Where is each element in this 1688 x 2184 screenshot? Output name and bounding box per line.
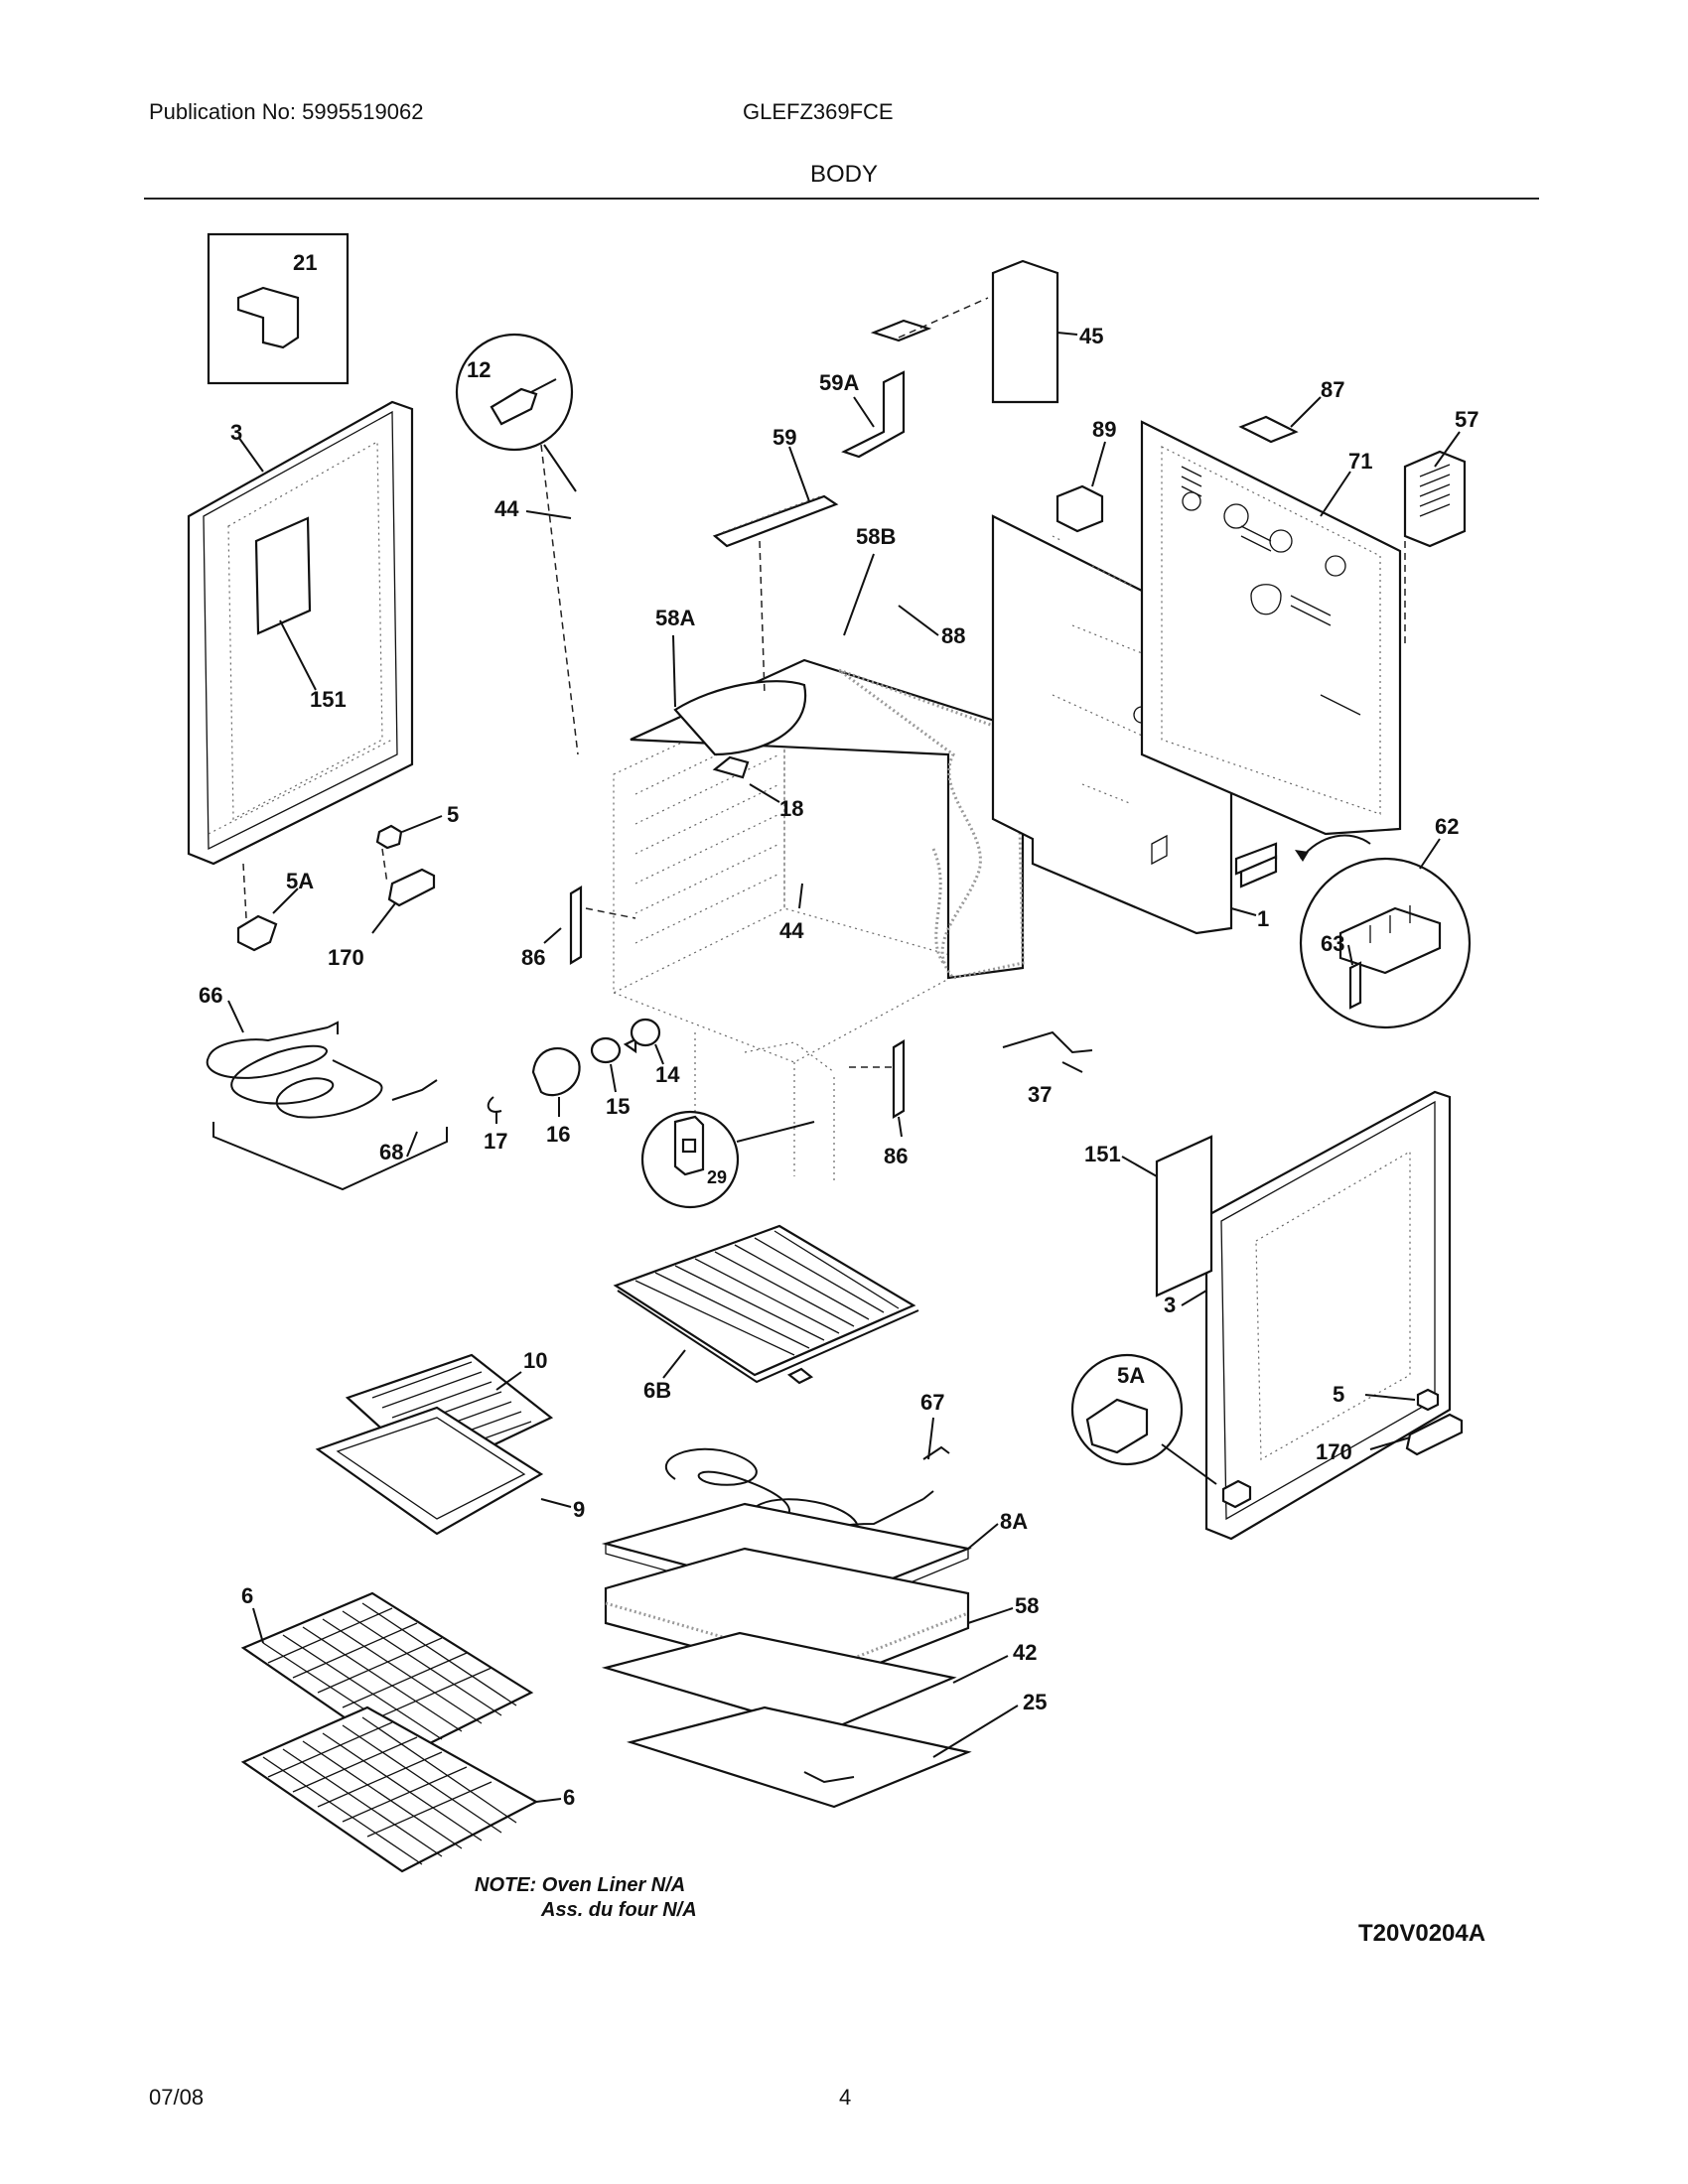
part-86-left: 86 xyxy=(521,886,636,970)
label-14: 14 xyxy=(655,1062,680,1087)
label-5-left: 5 xyxy=(447,802,459,827)
label-18: 18 xyxy=(779,796,803,821)
label-25: 25 xyxy=(1023,1690,1047,1714)
label-6-bottom: 6 xyxy=(563,1785,575,1810)
label-12: 12 xyxy=(467,357,491,382)
part-29-callout: 29 xyxy=(640,1110,815,1209)
label-6-top: 6 xyxy=(241,1583,253,1608)
label-68: 68 xyxy=(379,1140,403,1164)
label-10: 10 xyxy=(523,1348,547,1373)
header-rule xyxy=(144,198,1539,200)
vent-ducts: 59 59A 45 xyxy=(712,259,1103,696)
label-3-right: 3 xyxy=(1164,1293,1176,1317)
broiler-pan: 10 9 xyxy=(315,1348,585,1536)
label-87: 87 xyxy=(1321,377,1344,402)
part-62-callout: 63 62 xyxy=(1239,814,1472,1029)
label-29: 29 xyxy=(707,1167,727,1187)
label-59: 59 xyxy=(773,425,796,450)
diagram-code: T20V0204A xyxy=(1358,1920,1485,1947)
bottom-tray-parts: 8A 58 42 25 xyxy=(601,1502,1047,1809)
label-3-left: 3 xyxy=(230,420,242,445)
label-89: 89 xyxy=(1092,417,1116,442)
label-58B: 58B xyxy=(856,524,896,549)
oven-racks-6: 6 6 xyxy=(240,1583,575,1873)
page-number: 4 xyxy=(839,2085,852,2110)
label-42: 42 xyxy=(1013,1640,1037,1665)
label-6B: 6B xyxy=(643,1378,671,1403)
insulation-blanket: 58A 58B 88 18 44 xyxy=(630,524,1025,980)
label-86-right: 86 xyxy=(884,1144,908,1168)
part-12-callout: 12 44 xyxy=(455,333,579,755)
label-151-left: 151 xyxy=(310,687,347,712)
right-hinge-parts: 5A 5 170 xyxy=(1070,1353,1464,1509)
label-57: 57 xyxy=(1455,407,1478,432)
label-21: 21 xyxy=(293,250,317,275)
footer-date: 07/08 xyxy=(149,2085,205,2110)
section-title: BODY xyxy=(809,161,878,188)
publication-number: Publication No: 5995519062 xyxy=(149,99,424,124)
label-17: 17 xyxy=(484,1129,507,1154)
part-37-wire: 37 xyxy=(1002,1030,1093,1107)
label-58A: 58A xyxy=(655,606,695,630)
label-170-right: 170 xyxy=(1316,1439,1352,1464)
right-side-panel: 151 3 xyxy=(1084,1090,1452,1541)
label-58: 58 xyxy=(1015,1593,1039,1618)
label-86-left: 86 xyxy=(521,945,545,970)
label-45: 45 xyxy=(1079,324,1103,348)
outer-back-panel: 87 71 57 xyxy=(1140,377,1478,836)
bake-element: 66 68 xyxy=(199,983,448,1191)
label-9: 9 xyxy=(573,1497,585,1522)
model-number: GLEFZ369FCE xyxy=(743,99,894,124)
label-63: 63 xyxy=(1321,931,1344,956)
label-1: 1 xyxy=(1257,906,1269,931)
part-21-inset: 21 xyxy=(207,232,350,385)
rack-6B: 6B xyxy=(613,1224,919,1403)
left-side-panel: 3 151 xyxy=(187,400,414,866)
label-5-right: 5 xyxy=(1333,1382,1344,1407)
note-line-2: Ass. du four N/A xyxy=(540,1899,697,1921)
label-67: 67 xyxy=(920,1390,944,1415)
left-hinge-parts: 5 5A 170 xyxy=(236,802,459,970)
label-66: 66 xyxy=(199,983,222,1008)
label-37: 37 xyxy=(1028,1082,1052,1107)
label-5A-right: 5A xyxy=(1117,1363,1145,1388)
part-86-right: 86 xyxy=(849,1039,908,1168)
label-44-mid: 44 xyxy=(779,918,804,943)
label-8A: 8A xyxy=(1000,1509,1028,1534)
label-15: 15 xyxy=(606,1094,630,1119)
label-62: 62 xyxy=(1435,814,1459,839)
label-5A-left: 5A xyxy=(286,869,314,893)
label-88: 88 xyxy=(941,623,965,648)
label-44-top: 44 xyxy=(494,496,519,521)
label-59A: 59A xyxy=(819,370,859,395)
light-assembly: 17 16 15 14 xyxy=(484,1018,680,1154)
note-line-1: NOTE: Oven Liner N/A xyxy=(475,1874,685,1896)
label-170-left: 170 xyxy=(328,945,364,970)
label-71: 71 xyxy=(1348,449,1372,474)
label-151-right: 151 xyxy=(1084,1142,1121,1166)
label-16: 16 xyxy=(546,1122,570,1147)
